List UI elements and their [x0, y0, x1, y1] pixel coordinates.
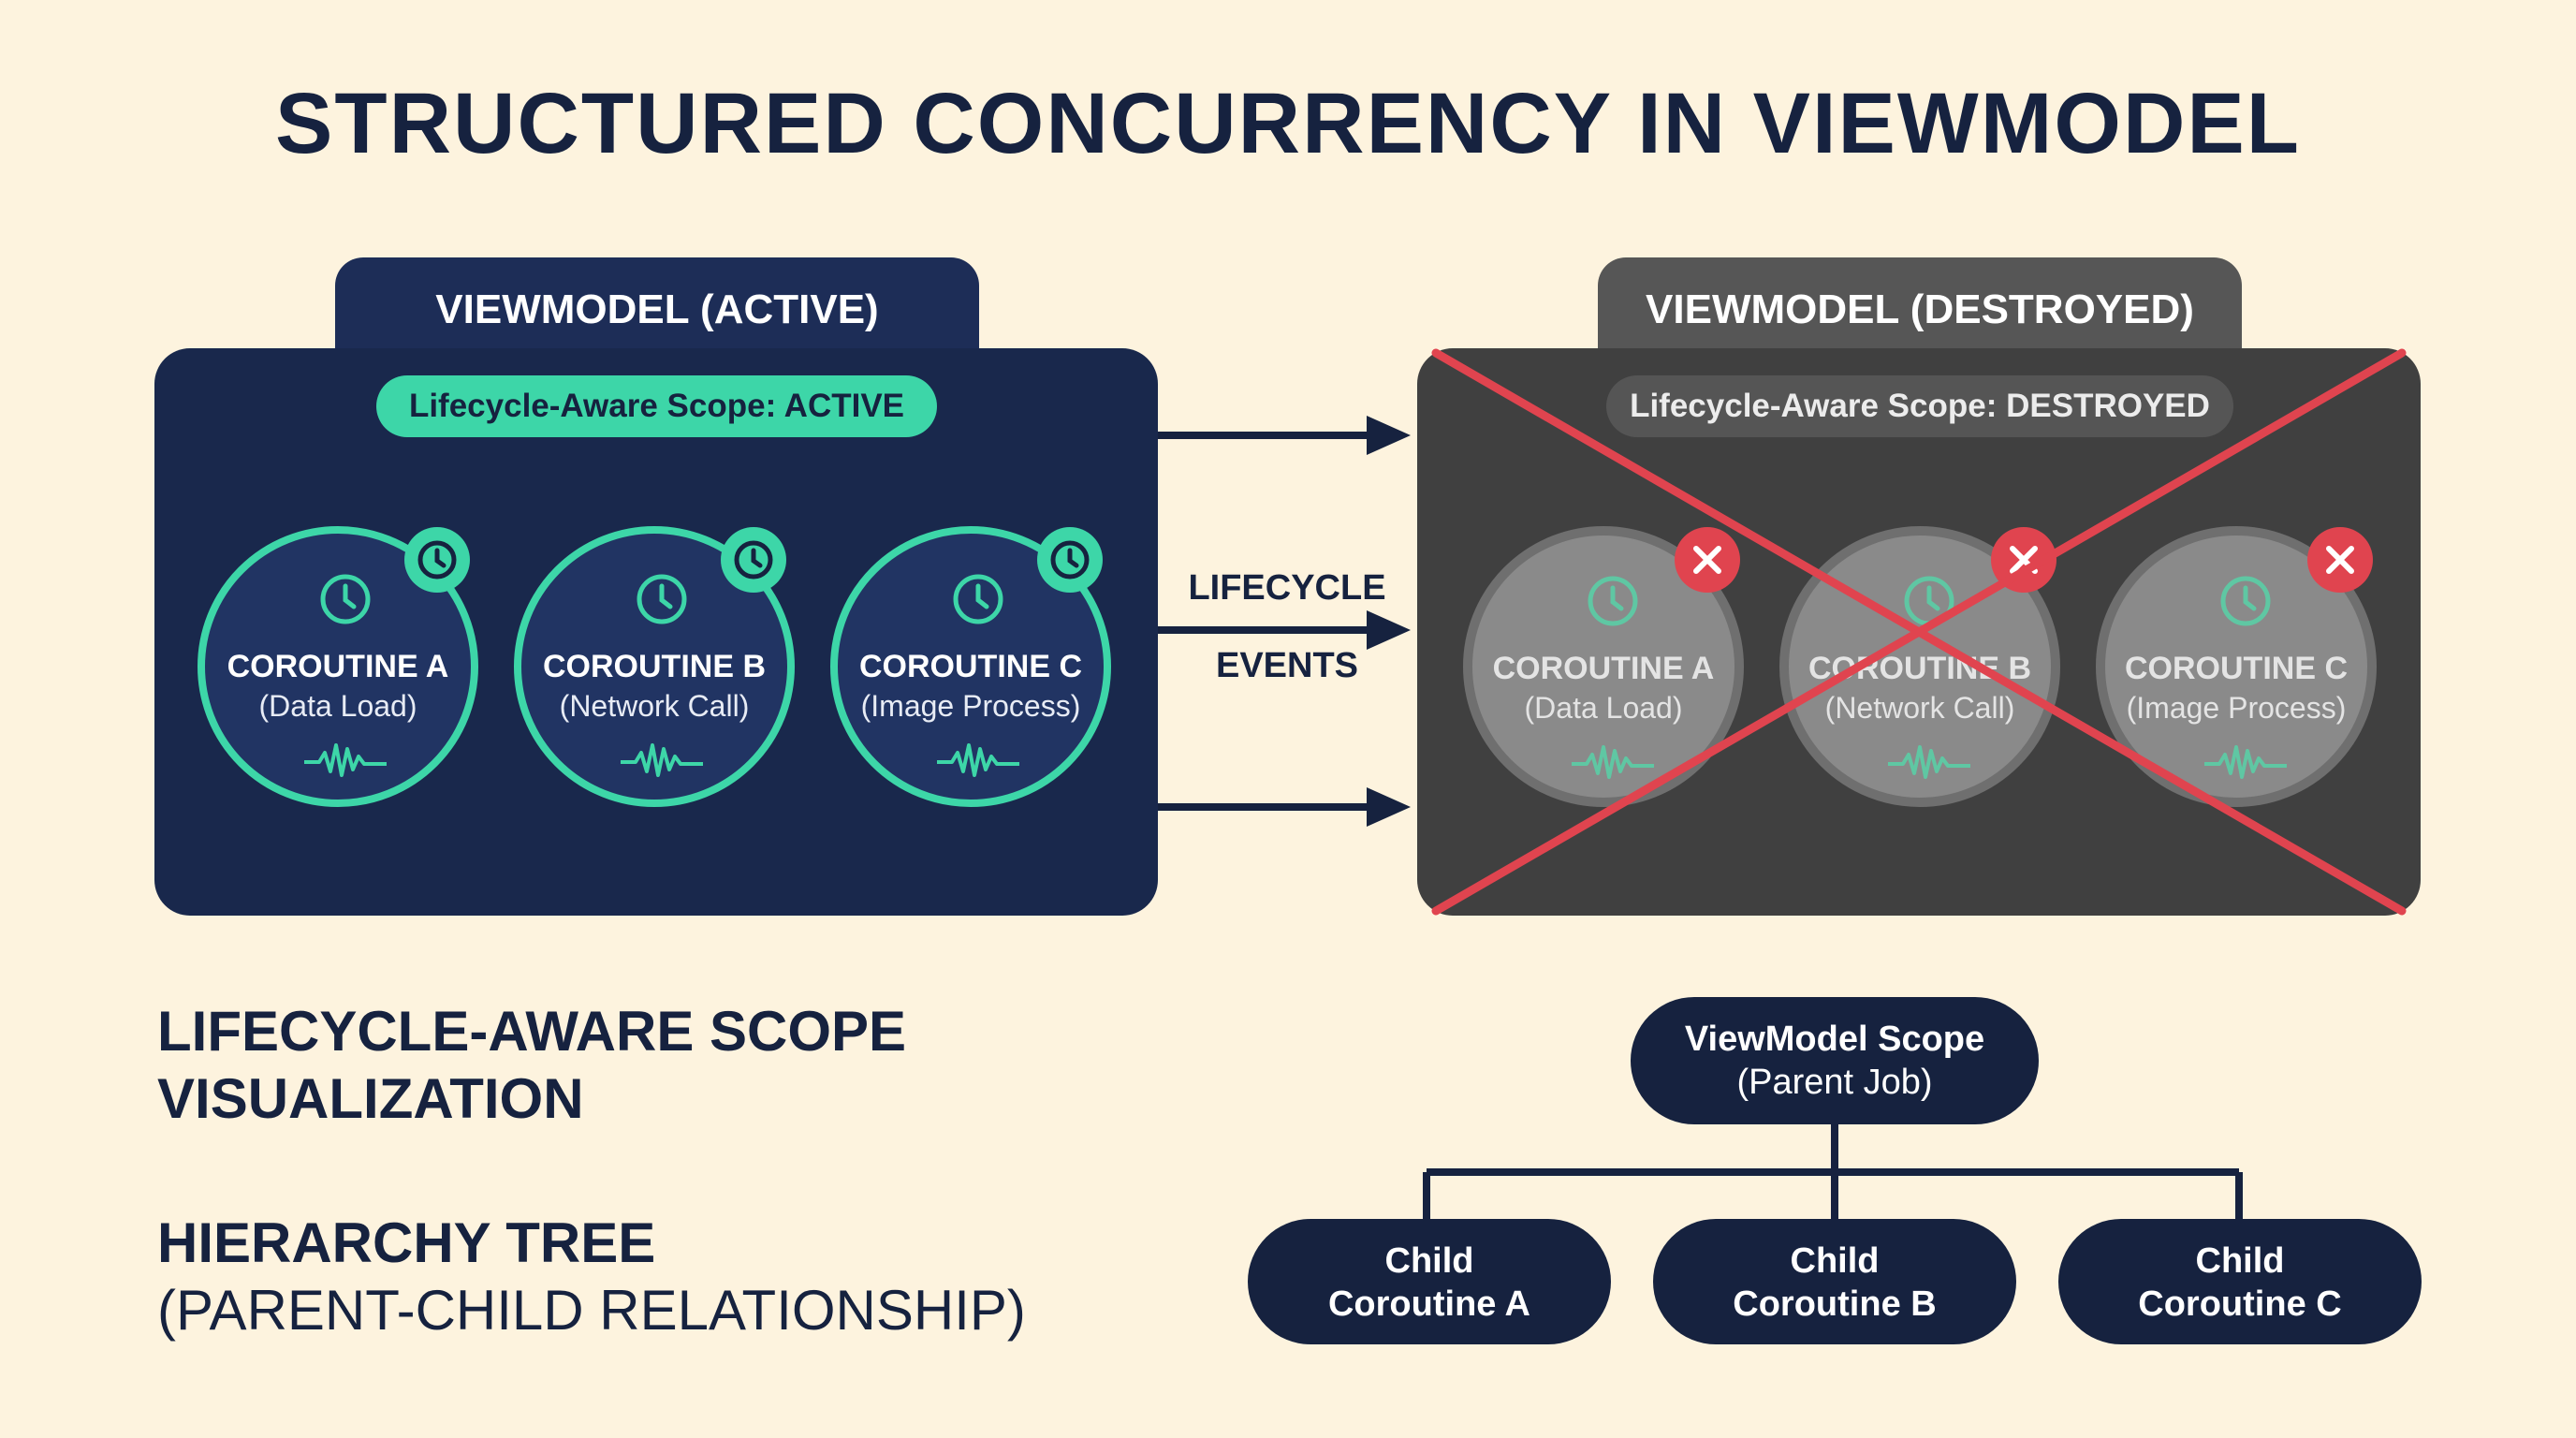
- events-label: EVENTS: [1215, 646, 1359, 685]
- tree-child-label: Child: [1790, 1241, 1880, 1281]
- coroutine-name: COROUTINE B: [1808, 651, 2031, 686]
- clock-icon: [1588, 576, 1638, 626]
- waveform-icon: [621, 743, 703, 777]
- coroutine-name: COROUTINE C: [859, 649, 1082, 684]
- waveform-icon: [304, 743, 387, 777]
- lifecycle-label: LIFECYCLE: [1188, 568, 1386, 608]
- tree-parent-subtitle: (Parent Job): [1736, 1063, 1933, 1102]
- clock-badge-icon: [404, 527, 470, 593]
- arrow-right-icon: [1158, 416, 1411, 455]
- destroyed-cross-out: [1431, 348, 2407, 916]
- page-title: STRUCTURED CONCURRENCY IN VIEWMODEL: [275, 76, 2301, 171]
- coroutine-task: (Data Load): [258, 689, 417, 723]
- waveform-icon: [937, 743, 1019, 777]
- scope-viz-heading-line2: VISUALIZATION: [157, 1067, 584, 1130]
- waveform-icon: [1888, 745, 1970, 779]
- arrow-right-icon: [1158, 610, 1411, 650]
- tree-child-name: Coroutine C: [2138, 1284, 2342, 1324]
- tree-child-label: Child: [2195, 1241, 2285, 1281]
- clock-icon: [2220, 576, 2271, 626]
- coroutine-task: (Image Process): [2126, 691, 2347, 725]
- coroutine-task: (Image Process): [860, 689, 1081, 723]
- coroutine-task: (Data Load): [1524, 691, 1683, 725]
- close-icon: [2307, 527, 2373, 593]
- coroutine-b-destroyed: COROUTINE B (Network Call): [1779, 526, 2060, 807]
- scope-viz-heading-line1: LIFECYCLE-AWARE SCOPE: [157, 1000, 907, 1063]
- coroutine-name: COROUTINE A: [1492, 651, 1715, 686]
- tree-child-label: Child: [1384, 1241, 1474, 1281]
- clock-icon: [637, 574, 687, 624]
- tree-child-node-b: Child Coroutine B: [1653, 1219, 2016, 1344]
- waveform-icon: [1572, 745, 1654, 779]
- tree-heading-line2: (PARENT-CHILD RELATIONSHIP): [157, 1279, 1026, 1342]
- clock-icon: [953, 574, 1003, 624]
- scope-active-pill: Lifecycle-Aware Scope: ACTIVE: [376, 375, 937, 437]
- waveform-icon: [2204, 745, 2287, 779]
- tree-child-node-a: Child Coroutine A: [1248, 1219, 1611, 1344]
- tree-connectors: [1423, 1123, 2243, 1223]
- viewmodel-destroyed-tab: VIEWMODEL (DESTROYED): [1598, 257, 2242, 360]
- tree-heading-line1: HIERARCHY TREE: [157, 1211, 656, 1274]
- clock-badge-icon: [721, 527, 786, 593]
- viewmodel-active-tab: VIEWMODEL (ACTIVE): [335, 257, 979, 360]
- clock-icon: [320, 574, 371, 624]
- coroutine-name: COROUTINE C: [2125, 651, 2348, 686]
- tree-parent-node: ViewModel Scope (Parent Job): [1631, 997, 2039, 1124]
- lifecycle-arrows: [1158, 416, 1411, 827]
- clock-badge-icon: [1037, 527, 1103, 593]
- tree-parent-title: ViewModel Scope: [1684, 1020, 1985, 1059]
- scope-destroyed-pill: Lifecycle-Aware Scope: DESTROYED: [1606, 375, 2233, 437]
- coroutine-name: COROUTINE A: [227, 649, 449, 684]
- coroutine-name: COROUTINE B: [543, 649, 766, 684]
- tree-child-name: Coroutine A: [1327, 1284, 1530, 1324]
- tree-child-node-c: Child Coroutine C: [2058, 1219, 2422, 1344]
- coroutine-task: (Network Call): [1824, 691, 2015, 725]
- arrow-right-icon: [1158, 787, 1411, 827]
- close-icon: [1675, 527, 1740, 593]
- coroutine-task: (Network Call): [559, 689, 750, 723]
- coroutine-a-destroyed: COROUTINE A (Data Load): [1463, 526, 1744, 807]
- tree-child-name: Coroutine B: [1733, 1284, 1937, 1324]
